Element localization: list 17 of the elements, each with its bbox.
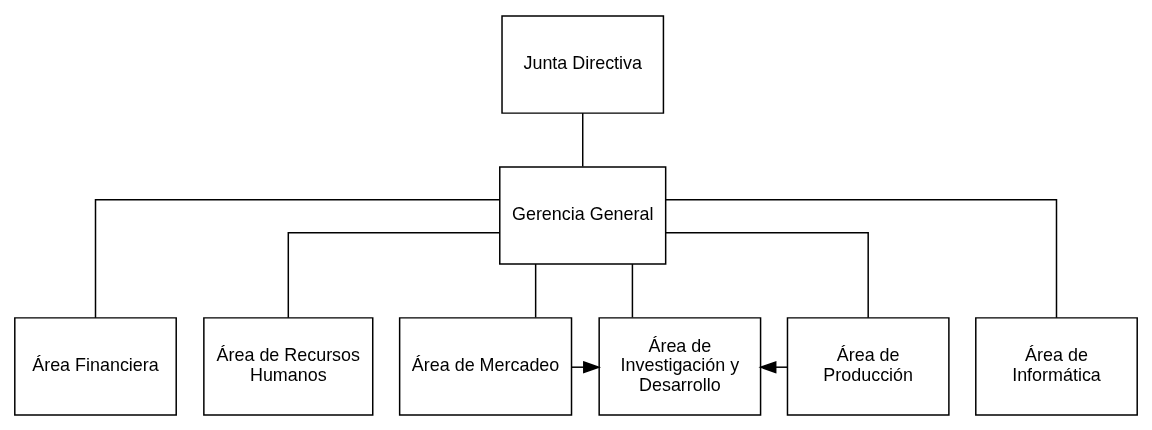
- connector: [94, 198, 501, 319]
- node-box: Área Financiera: [14, 316, 177, 416]
- node-box: Área de Investigación y Desarrollo: [598, 316, 762, 416]
- connector: [534, 262, 537, 318]
- node-box: Área de Producción: [786, 316, 950, 416]
- connector: [665, 198, 1058, 319]
- node-box: Área de Informática: [975, 316, 1138, 416]
- node-box: Gerencia General: [499, 165, 667, 265]
- arrow: [758, 360, 788, 373]
- node-box: Área de Mercadeo: [398, 316, 573, 416]
- arrow: [571, 360, 601, 373]
- connector: [631, 262, 634, 318]
- connector: [582, 111, 584, 167]
- node-box: Junta Directiva: [501, 14, 665, 114]
- node-box: Área de Recursos Humanos: [203, 316, 374, 416]
- connector: [664, 231, 869, 319]
- connector: [287, 231, 501, 319]
